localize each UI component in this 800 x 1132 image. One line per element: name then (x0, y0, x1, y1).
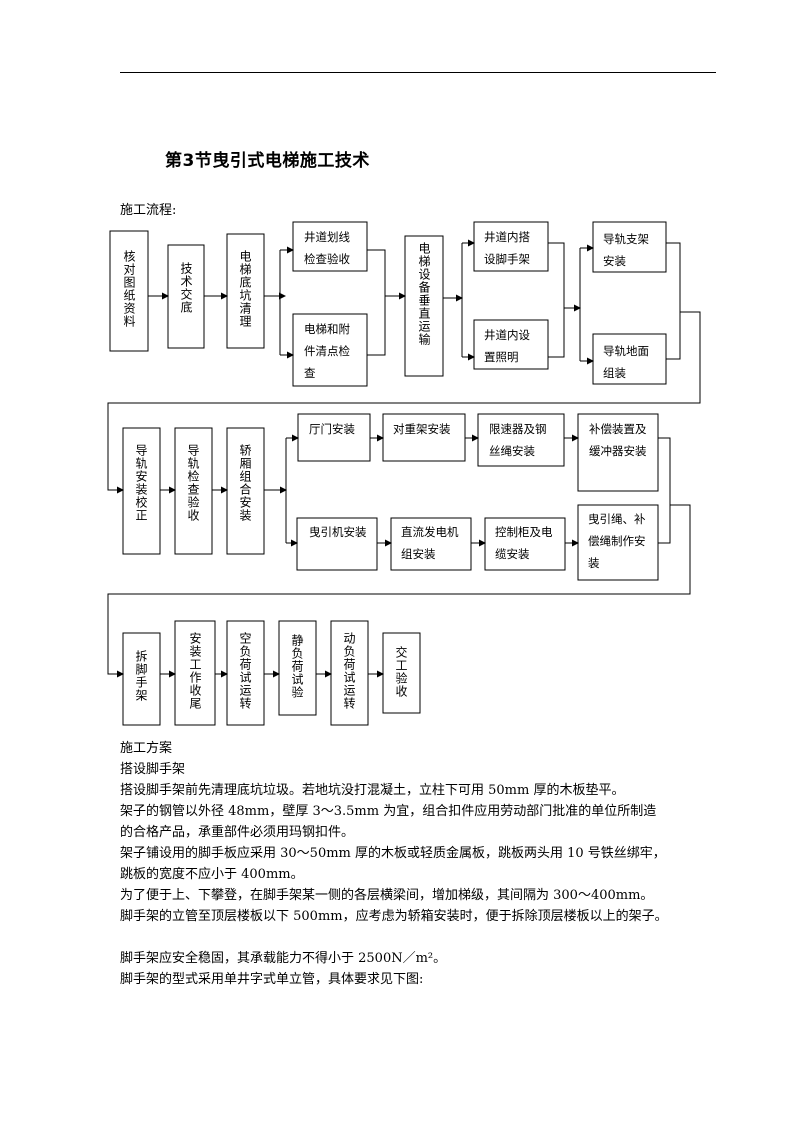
header-rule (120, 72, 716, 73)
flow-text-r3-4: 静负荷试验 (290, 634, 304, 699)
flow-text-r2-3: 轿厢组合安装 (238, 444, 252, 522)
flow-box-r2-1 (122, 427, 161, 555)
flow-text-r3-1: 拆脚手架 (134, 650, 148, 702)
flow-text-r1-8: 井道内设 置照明 (484, 328, 530, 364)
flow-text-r1-10: 导轨地面 组装 (603, 344, 649, 380)
flow-box-r1-8 (473, 319, 549, 370)
flow-text-r2-7: 补偿装置及 缓冲器安装 (589, 422, 647, 458)
paragraph-1: 搭设脚手架前先清理底坑垃圾。若地坑没打混凝土，立柱下可用 50mm 厚的木板垫平… (120, 783, 625, 798)
paragraph-2b: 的合格产品，承重部件必须用玛钢扣件。 (120, 825, 355, 840)
flow-text-r1-2: 技术交底 (179, 262, 193, 314)
flow-text-r2-9: 直流发电机 组安装 (401, 525, 459, 561)
scaffold-heading: 搭设脚手架 (120, 762, 186, 777)
flow-box-r1-5 (292, 313, 368, 387)
flow-box-r3-1 (122, 632, 161, 726)
flow-text-r2-6: 限速器及钢 丝绳安装 (489, 422, 547, 458)
paragraph-2a: 架子的钢管以外径 48mm，壁厚 3～3.5mm 为宜，组合扣件应用劳动部门批准… (120, 804, 657, 819)
paragraph-7: 脚手架的型式采用单井字式单立管，具体要求见下图: (120, 972, 424, 987)
flow-text-r2-1: 导轨安装校正 (134, 444, 148, 522)
paragraph-4: 为了便于上、下攀登，在脚手架某一侧的各层横梁间，增加梯级，其间隔为 300～40… (120, 888, 654, 903)
flow-text-r2-11: 曳引绳、补 偿绳制作安 装 (588, 512, 646, 570)
flow-text-r3-6: 交工验收 (394, 646, 408, 698)
flow-text-r2-8: 曳引机安装 (309, 525, 367, 539)
flow-text-r1-7: 井道内搭 设脚手架 (484, 230, 530, 266)
plan-heading: 施工方案 (120, 741, 173, 756)
flow-text-r2-2: 导轨检查验收 (186, 444, 200, 522)
flow-text-r3-3: 空负荷试运转 (238, 632, 252, 710)
flow-box-r2-7 (577, 413, 659, 492)
flow-box-r1-3 (226, 233, 265, 349)
flow-text-r1-5: 电梯和附 件清点检 查 (304, 322, 350, 380)
paragraph-5: 脚手架的立管至顶层楼板以下 500mm，应考虑为轿箱安装时，便于拆除顶层楼板以上… (120, 909, 668, 924)
flow-box-r1-7 (473, 221, 549, 272)
section-title: 第3节曳引式电梯施工技术 (165, 151, 370, 171)
flow-text-r2-5: 对重架安装 (393, 422, 451, 436)
flow-text-r1-4: 井道划线 检查验收 (304, 230, 350, 266)
flowchart (107, 221, 701, 726)
construction-plan: 施工方案 搭设脚手架 搭设脚手架前先清理底坑垃圾。若地坑没打混凝土，立柱下可用 … (120, 738, 720, 990)
flow-text-r3-5: 动负荷试运转 (342, 632, 356, 710)
paragraph-3a: 架子铺设用的脚手板应采用 30～50mm 厚的木板或轻质金属板，跳板两头用 10… (120, 846, 666, 861)
blank-line (120, 927, 720, 948)
paragraph-3b: 跳板的宽度不应小于 400mm。 (120, 867, 304, 882)
flow-text-r1-9: 导轨支架 安装 (603, 232, 649, 268)
flow-box-r1-6 (404, 235, 444, 377)
flow-box-r1-1 (109, 230, 149, 352)
flow-text-r2-4: 厅门安装 (309, 422, 355, 436)
flow-text-r3-2: 安装工作收尾 (188, 632, 202, 710)
flow-box-r3-4 (278, 620, 317, 716)
paragraph-6: 脚手架应安全稳固，其承载能力不得小于 2500N／m²。 (120, 951, 447, 966)
flow-text-r1-1: 核对图纸资料 (122, 250, 136, 328)
flow-text-r1-3: 电梯底坑清理 (238, 250, 252, 328)
flow-text-r2-10: 控制柜及电 缆安装 (495, 525, 553, 561)
flow-label: 施工流程: (120, 203, 177, 218)
flow-text-r1-6: 电梯设备垂直运输 (417, 242, 431, 346)
